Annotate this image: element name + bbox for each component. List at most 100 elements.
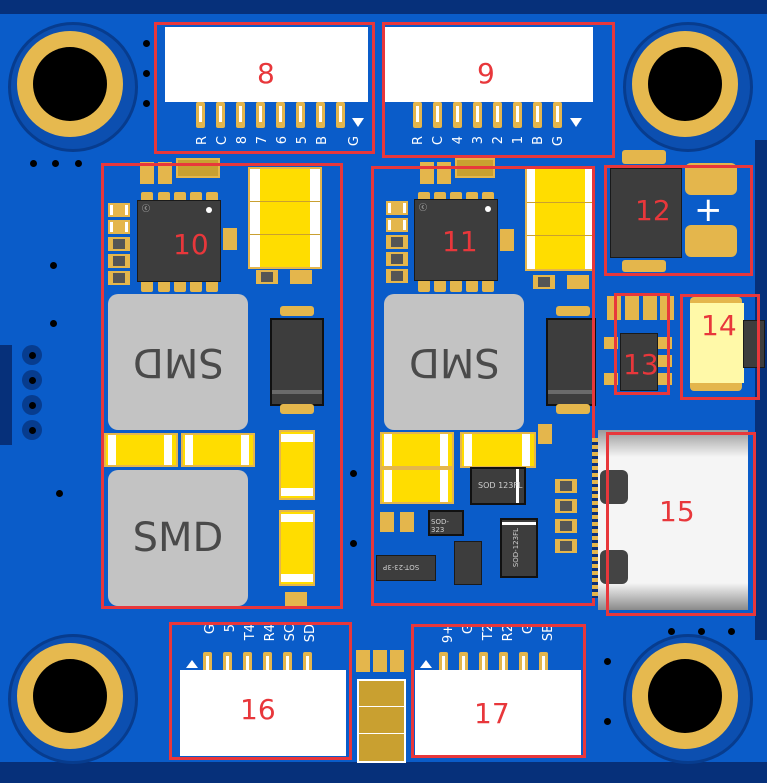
annotation-label: 17	[474, 697, 510, 730]
capacitor-stack	[357, 679, 406, 763]
annotation-label: 10	[173, 228, 209, 261]
annotation-box-8[interactable]: 8	[154, 22, 375, 154]
via	[30, 160, 37, 167]
resistor	[555, 499, 577, 513]
resistor	[108, 220, 130, 234]
mounting-hole-bottom-left	[8, 634, 138, 764]
diode	[270, 318, 324, 406]
annotation-label: 9	[477, 57, 495, 90]
connector-9-pins	[413, 102, 593, 132]
annotation-box-12[interactable]: 12 +	[604, 165, 753, 276]
board-edge-right	[755, 140, 767, 640]
power-pad-positive	[685, 163, 737, 195]
inductor-label: SMD	[132, 515, 224, 561]
capacitor	[181, 433, 255, 467]
power-pad-negative	[685, 225, 737, 257]
via	[698, 628, 705, 635]
board-edge-left	[0, 345, 12, 445]
capacitor-stack	[525, 167, 595, 271]
annotation-box-10[interactable]: 10	[101, 163, 343, 609]
diode	[546, 318, 596, 406]
capacitor	[380, 432, 454, 468]
via	[22, 370, 42, 390]
via	[22, 345, 42, 365]
diode-sod323: SOD-323	[428, 510, 464, 536]
annotation-box-13[interactable]: 13	[614, 293, 670, 395]
resistor	[555, 519, 577, 533]
buck-regulator-ic: ⓒ	[414, 199, 498, 281]
via	[604, 658, 611, 665]
connector-17-housing	[415, 670, 581, 756]
capacitor	[290, 270, 312, 284]
mounting-hole-top-left	[8, 22, 138, 152]
mounting-hole-bottom-right	[623, 634, 753, 764]
annotation-box-17[interactable]: 17	[411, 624, 586, 758]
board-edge-top	[0, 0, 767, 14]
resistor	[386, 201, 408, 215]
annotation-box-14[interactable]: 14	[680, 294, 760, 400]
usb-pins	[592, 438, 602, 598]
inductor: SMD	[108, 470, 248, 606]
resistor	[400, 512, 414, 532]
annotation-box-15[interactable]: 15	[606, 432, 756, 616]
buck-regulator-ic: ⓒ	[137, 200, 221, 282]
annotation-label: 16	[240, 693, 276, 726]
capacitor	[390, 650, 404, 672]
annotation-label: 14	[701, 309, 737, 342]
via	[52, 160, 59, 167]
usb-c-port[interactable]	[598, 430, 748, 610]
pin1-marker-icon	[570, 118, 582, 127]
connector-17-pins	[439, 652, 569, 678]
transistor	[454, 541, 482, 585]
ic-marking: ⓒ	[419, 203, 427, 212]
resistor	[108, 237, 130, 251]
pin1-marker-icon	[186, 660, 198, 668]
resistor	[555, 539, 577, 553]
via	[75, 160, 82, 167]
push-button[interactable]	[690, 303, 744, 383]
annotation-label: 8	[257, 57, 275, 90]
diode-sod123fl-vertical: SOD-123FL	[500, 518, 538, 578]
ldo-sot23-5	[620, 333, 658, 391]
power-diode	[610, 168, 682, 258]
annotation-box-16[interactable]: 16	[169, 622, 352, 760]
inductor: SMD	[384, 294, 524, 430]
connector-16-housing	[180, 670, 346, 756]
annotation-box-9[interactable]: 9	[382, 22, 615, 158]
capacitor	[279, 430, 315, 500]
resistor	[386, 269, 408, 283]
capacitor	[500, 229, 514, 251]
resistor	[533, 275, 555, 289]
inductor: SMD	[108, 294, 248, 430]
connector-16-pins	[203, 652, 333, 678]
capacitor	[158, 162, 172, 184]
capacitor	[223, 228, 237, 250]
resistor	[108, 271, 130, 285]
ic-marking: ⓒ	[142, 204, 150, 213]
annotation-label: 11	[442, 225, 478, 258]
resistor	[256, 270, 278, 284]
via	[50, 262, 57, 269]
via	[350, 470, 357, 477]
via	[56, 490, 63, 497]
via	[350, 540, 357, 547]
annotation-box-11[interactable]: 11	[371, 166, 595, 606]
capacitor	[643, 296, 657, 320]
via	[143, 70, 150, 77]
resistor	[108, 203, 130, 217]
via	[668, 628, 675, 635]
capacitor	[538, 424, 552, 444]
capacitor	[380, 468, 454, 504]
mounting-hole-top-right	[623, 22, 753, 152]
via	[22, 395, 42, 415]
via	[143, 40, 150, 47]
capacitor-stack	[248, 167, 322, 269]
resistor	[555, 479, 577, 493]
annotation-label: 12	[635, 194, 671, 227]
capacitor	[104, 433, 178, 467]
capacitor	[285, 592, 307, 606]
regulator-sot23: SOT-23-3P	[376, 555, 436, 581]
annotation-label: 15	[659, 495, 695, 528]
via	[604, 718, 611, 725]
connector-8-housing	[165, 27, 368, 102]
